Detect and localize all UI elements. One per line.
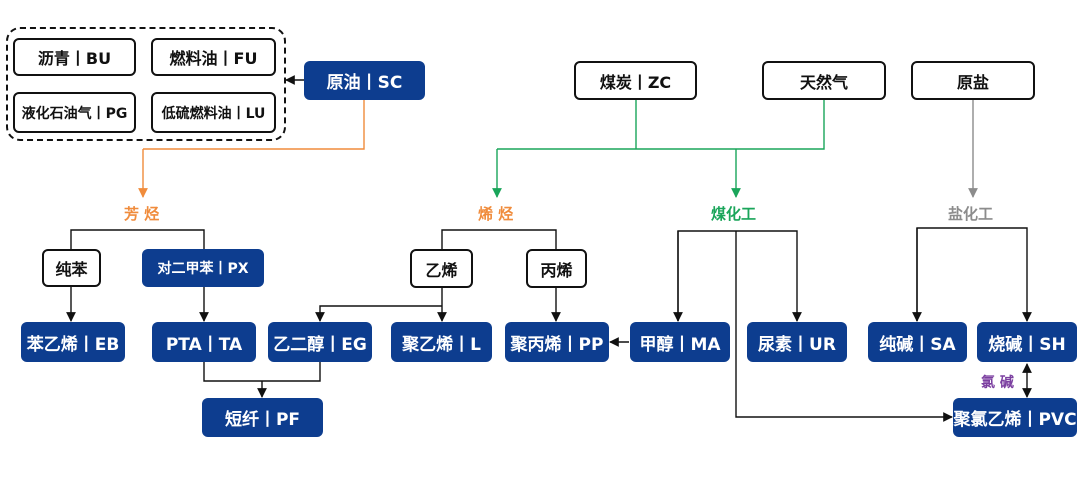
node-bu: 沥青丨BU [13, 38, 136, 76]
node-pf: 短纤丨PF [202, 398, 323, 437]
salt-chem-split [916, 227, 1032, 322]
label-olefins: 烯 烃 [478, 205, 514, 223]
aromatics-split [70, 229, 205, 249]
node-lu: 低硫燃料油丨LU [151, 92, 276, 133]
node-fu: 燃料油丨FU [151, 38, 276, 76]
coal-chem-to-pvc [735, 231, 953, 422]
label-coal-chemistry: 煤化工 [711, 205, 757, 223]
node-natural-gas: 天然气 [762, 61, 886, 100]
crude-oil-products-group [6, 27, 286, 141]
node-pp: 聚丙烯丨PP [505, 322, 609, 362]
olefins-split [441, 229, 557, 249]
node-sh: 烧碱丨SH [977, 322, 1077, 362]
label-salt-chemistry: 盐化工 [948, 205, 994, 223]
node-propylene: 丙烯 [526, 249, 587, 288]
node-ur: 尿素丨UR [747, 322, 847, 362]
node-benzene: 纯苯 [42, 249, 101, 287]
node-ethylene: 乙烯 [410, 249, 473, 288]
label-chlor-alkali: 氯 碱 [981, 375, 1014, 391]
node-sa: 纯碱丨SA [868, 322, 967, 362]
pta-eg-merge [203, 362, 321, 382]
node-pta: PTA丨TA [152, 322, 256, 362]
ethylene-to-eg [315, 305, 442, 322]
gas-down-line [497, 100, 825, 150]
coal-chem-split [677, 230, 802, 322]
label-aromatics: 芳 烃 [124, 205, 160, 223]
sc-down-line [143, 100, 365, 150]
node-sc: 原油丨SC [304, 61, 425, 100]
node-salt: 原盐 [911, 61, 1035, 100]
node-zc: 煤炭丨ZC [574, 61, 697, 100]
node-ma: 甲醇丨MA [630, 322, 730, 362]
node-pg: 液化石油气丨PG [13, 92, 136, 133]
node-px: 对二甲苯丨PX [142, 249, 264, 287]
node-l: 聚乙烯丨L [391, 322, 492, 362]
node-eb: 苯乙烯丨EB [21, 322, 125, 362]
node-eg: 乙二醇丨EG [268, 322, 372, 362]
node-pvc: 聚氯乙烯丨PVC [953, 398, 1077, 437]
